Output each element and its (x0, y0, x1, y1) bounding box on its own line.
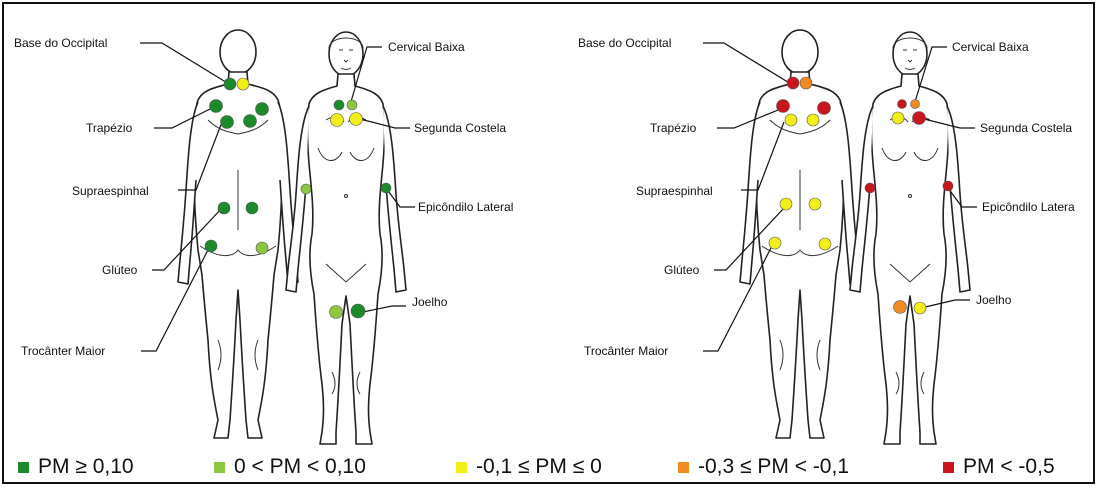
tender-point-costela-l (331, 114, 344, 127)
panel-1-front-figure (286, 32, 406, 444)
panel-2-back-figure (740, 30, 860, 438)
legend-swatch (214, 462, 225, 473)
label-supraespinhal: Supraespinhal (72, 184, 149, 198)
tender-point-cervical-r (347, 100, 357, 110)
tender-point-trocanter-l (205, 240, 217, 252)
tender-point-cervical-r (911, 100, 920, 109)
legend-label: -0,1 ≤ PM ≤ 0 (476, 455, 602, 479)
legend-swatch (943, 462, 954, 473)
tender-point-joelho-l (894, 301, 907, 314)
tender-point-supra-r (244, 115, 257, 128)
tender-point-trapezio-outer-l (777, 100, 790, 113)
tender-point-supra-l (785, 114, 797, 126)
label-segunda-costela-2: Segunda Costela (980, 121, 1072, 135)
tender-point-gluteo-l (780, 198, 792, 210)
tender-point-costela-r (350, 113, 363, 126)
tender-point-occipital-r (800, 77, 812, 89)
tender-point-supra-l (221, 116, 234, 129)
tender-point-costela-l (892, 112, 904, 124)
legend-swatch (456, 462, 467, 473)
label-epicondilo-lateral: Epicôndilo Lateral (418, 200, 513, 214)
tender-point-trapezio-outer-r (818, 102, 831, 115)
tender-point-gluteo-r (809, 198, 821, 210)
legend-item: -0,3 ≤ PM < -0,1 (678, 452, 849, 482)
tender-point-trapezio-outer-l (210, 100, 223, 113)
legend-item: 0 < PM < 0,10 (214, 452, 366, 482)
tender-point-gluteo-l (218, 202, 230, 214)
tender-point-joelho-r (914, 302, 926, 314)
label-joelho: Joelho (412, 295, 448, 309)
tender-point-epicondilo-l (865, 183, 875, 193)
legend-swatch (18, 462, 29, 473)
label-trocanter-maior: Trocânter Maior (21, 344, 105, 358)
legend-label: PM < -0,5 (963, 455, 1055, 479)
tender-point-occipital-l (787, 77, 799, 89)
legend: PM ≥ 0,10 0 < PM < 0,10 -0,1 ≤ PM ≤ 0 -0,3 … (18, 452, 1098, 482)
tender-point-cervical-l (334, 100, 344, 110)
label-trapezio-2: Trapézio (650, 121, 697, 135)
legend-swatch (678, 462, 689, 473)
legend-label: PM ≥ 0,10 (38, 455, 134, 479)
tender-point-supra-r (807, 114, 819, 126)
label-gluteo-2: Glúteo (664, 263, 700, 277)
panel-1-back-figure (178, 30, 298, 438)
label-base-occipital-2: Base do Occipital (578, 36, 671, 50)
tender-point-joelho-l (330, 306, 343, 319)
label-joelho-2: Joelho (976, 293, 1012, 307)
legend-item: PM < -0,5 (943, 452, 1055, 482)
label-cervical-baixa-2: Cervical Baixa (952, 40, 1029, 54)
tender-point-epicondilo-r (943, 181, 953, 191)
tender-point-trocanter-r (819, 238, 831, 250)
label-trapezio: Trapézio (86, 121, 133, 135)
tender-point-costela-r (913, 112, 926, 125)
tender-point-joelho-r (351, 304, 365, 318)
legend-item: PM ≥ 0,10 (18, 452, 134, 482)
tender-point-trapezio-outer-r (256, 103, 269, 116)
legend-item: -0,1 ≤ PM ≤ 0 (456, 452, 602, 482)
tender-point-occipital-l (224, 78, 236, 90)
tender-point-gluteo-r (246, 202, 258, 214)
label-base-occipital: Base do Occipital (14, 36, 107, 50)
label-cervical-baixa: Cervical Baixa (388, 40, 465, 54)
tender-point-occipital-r (237, 78, 249, 90)
panel-2-front-figure (850, 32, 970, 444)
tender-point-cervical-l (898, 100, 907, 109)
tender-point-trocanter-r (256, 242, 268, 254)
label-supraespinhal-2: Supraespinhal (636, 184, 713, 198)
tender-point-trocanter-l (769, 237, 781, 249)
label-gluteo: Glúteo (102, 263, 138, 277)
tender-point-epicondilo-r (381, 183, 391, 193)
tender-point-epicondilo-l (301, 184, 311, 194)
label-epicondilo-lateral-2: Epicôndilo Latera (982, 200, 1075, 214)
legend-label: -0,3 ≤ PM < -0,1 (698, 455, 849, 479)
legend-label: 0 < PM < 0,10 (234, 455, 366, 479)
label-trocanter-maior-2: Trocânter Maior (584, 344, 668, 358)
label-segunda-costela: Segunda Costela (414, 121, 506, 135)
